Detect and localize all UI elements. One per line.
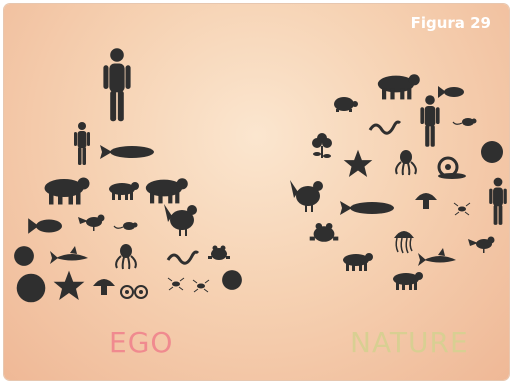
sea-urchin-icon: [17, 274, 46, 303]
ego-caption: EGO: [109, 326, 173, 359]
snake-icon: [370, 122, 400, 133]
hen-icon: [290, 180, 323, 212]
flower-icon: [312, 133, 332, 158]
mouse-icon: [453, 118, 477, 126]
nature-circle: [290, 74, 507, 290]
bug-icon: [193, 280, 209, 292]
insect-icon: [168, 278, 184, 290]
turtle-icon: [334, 97, 358, 112]
fish-icon: [438, 86, 464, 98]
fish-icon: [28, 218, 62, 234]
figure-frame: Figura 29: [4, 4, 509, 380]
starfish-icon: [344, 150, 373, 177]
bird-icon: [78, 215, 105, 232]
mouse-icon: [114, 222, 138, 230]
frog-icon: [208, 246, 230, 261]
snake-icon: [168, 252, 198, 263]
whale-icon: [340, 201, 394, 215]
mushroom-icon: [93, 279, 115, 295]
whale-icon: [100, 145, 154, 159]
rooster-icon: [164, 204, 197, 236]
human-figure-icon: [74, 122, 90, 165]
human-figure-icon: [489, 178, 507, 225]
pig-icon: [45, 178, 90, 205]
octopus-icon: [396, 150, 416, 175]
icon-canvas: [4, 4, 509, 380]
human-figure-icon: [420, 95, 439, 147]
pig-icon: [378, 74, 420, 99]
beetle-icon: [222, 270, 242, 290]
cow-icon: [343, 253, 373, 271]
bird-icon: [468, 237, 495, 254]
ego-pyramid: [14, 48, 242, 302]
insect-icon: [454, 203, 470, 215]
snail-icon: [438, 158, 466, 179]
cow-icon: [146, 178, 188, 203]
shark-icon: [50, 246, 88, 264]
human-figure-icon: [103, 48, 130, 121]
jellyfish-icon: [394, 231, 414, 253]
crab-icon: [14, 246, 34, 266]
dog-icon: [109, 182, 139, 200]
octopus-icon: [116, 244, 136, 269]
sea-urchin-icon: [481, 141, 503, 163]
shark-icon: [418, 248, 456, 266]
mushroom-icon: [415, 193, 437, 209]
nature-caption: NATURE: [350, 326, 469, 359]
dog-icon: [393, 272, 423, 290]
cells-icon: [121, 286, 147, 298]
frog-icon: [310, 223, 339, 242]
starfish-icon: [54, 271, 85, 300]
